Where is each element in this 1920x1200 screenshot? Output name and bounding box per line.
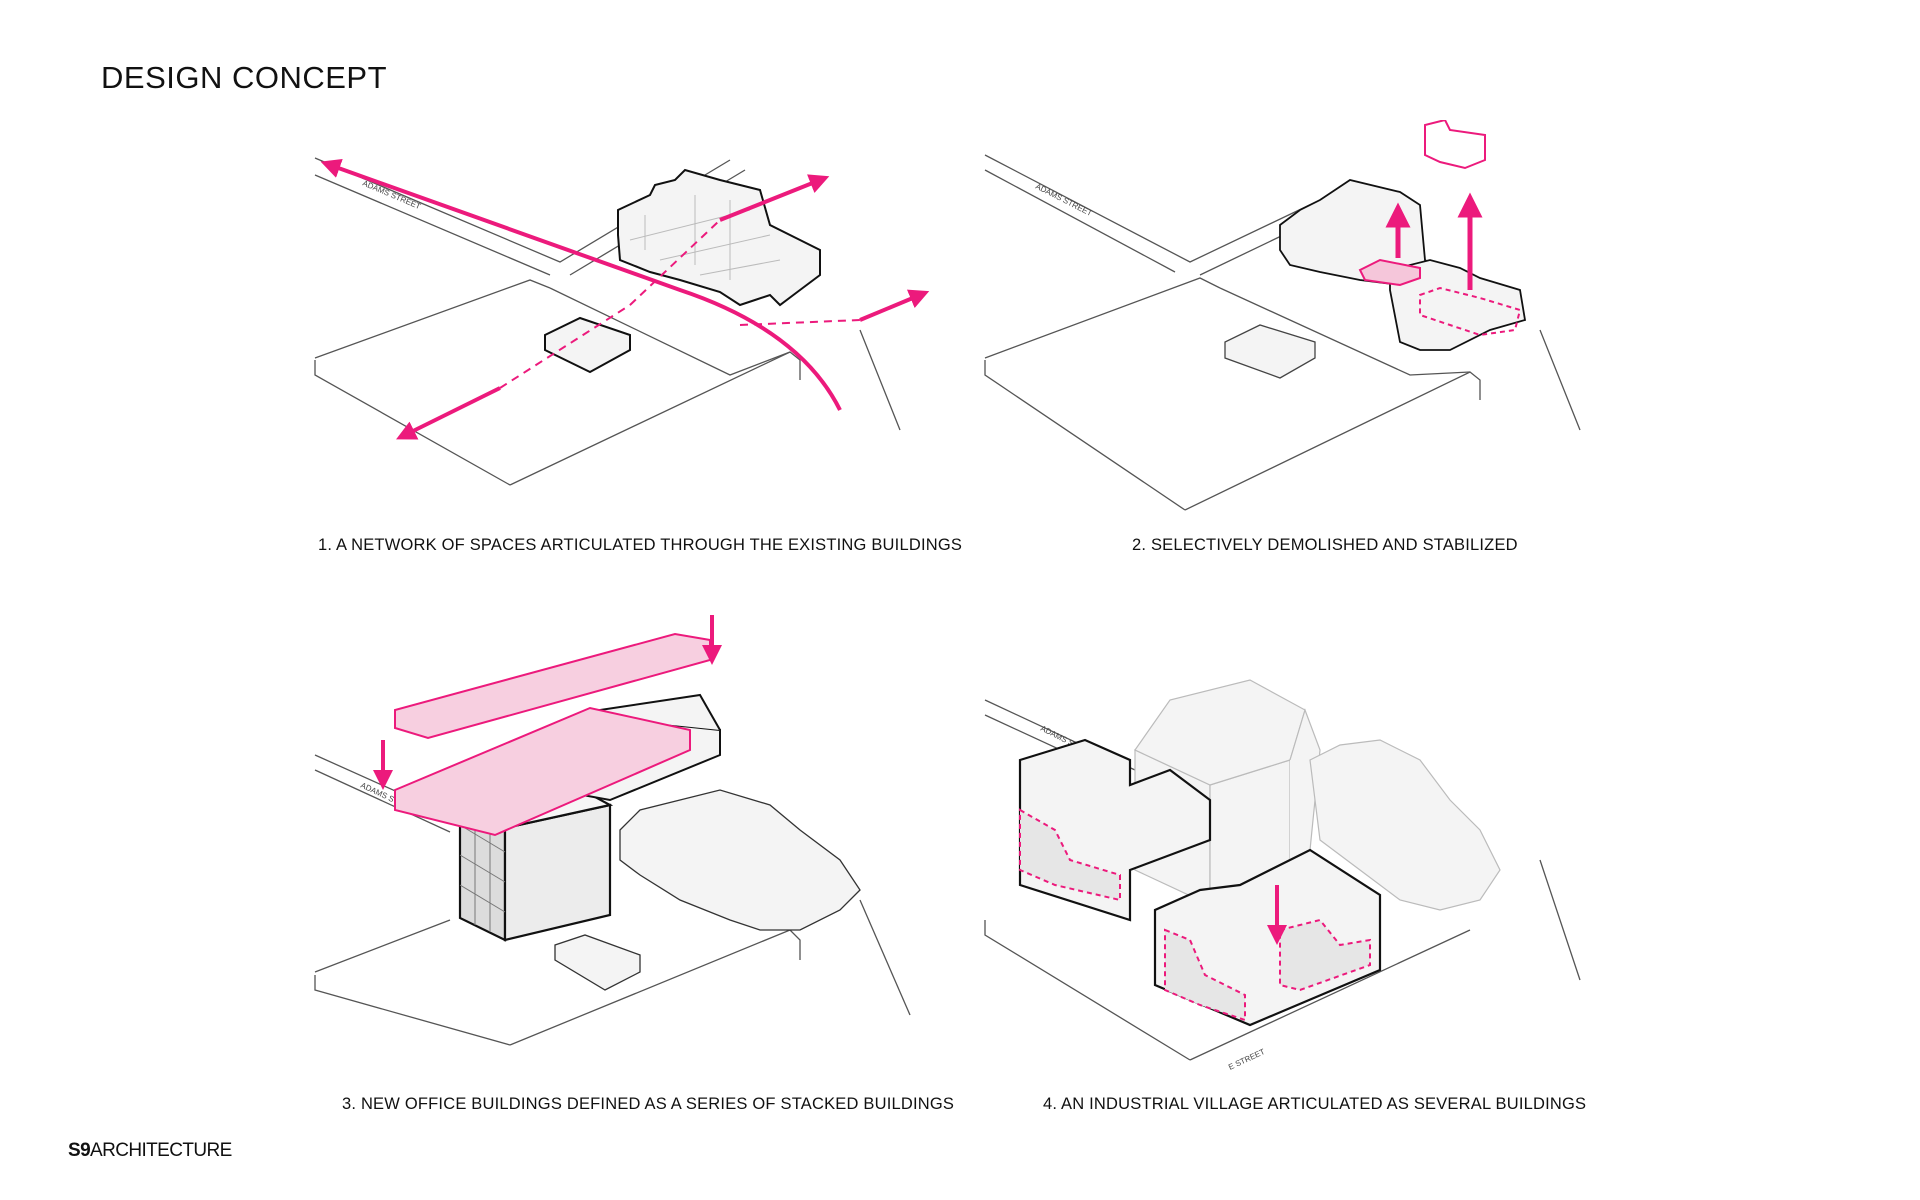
diagram-2-drawing: ADAMS STREET [984, 120, 1581, 511]
lifted-volume [1424, 120, 1486, 170]
existing-buildings [619, 789, 861, 931]
street-label-e: E STREET [1227, 1047, 1266, 1072]
panel-1-caption: 1. A NETWORK OF SPACES ARTICULATED THROU… [318, 536, 963, 554]
logo-wordmark: ARCHITECTURE [90, 1140, 232, 1161]
village-fragments [1019, 808, 1371, 1022]
existing-buildings [1309, 739, 1501, 911]
lift-arrows [1385, 192, 1483, 290]
s9-architecture-logo: S9ARCHITECTURE [68, 1140, 232, 1162]
diagram-panel-4: ADAMS STREET E STREET [980, 600, 1600, 1080]
diagram-3-drawing: ADAMS STREET [314, 615, 911, 1046]
page-title: DESIGN CONCEPT [101, 60, 388, 95]
diagram-panel-3: ADAMS STREET [300, 600, 980, 1060]
diagram-panel-2: ADAMS STREET [980, 120, 1600, 520]
logo-mark: S9 [68, 1140, 91, 1161]
stacked-slab [394, 632, 711, 837]
diagram-4-drawing: ADAMS STREET E STREET [984, 679, 1581, 1072]
small-building [1224, 324, 1316, 379]
stack-arrows [373, 615, 722, 790]
small-building [554, 934, 641, 991]
network-arrows [320, 158, 930, 440]
diagram-panel-1: ADAMS STREET [300, 140, 980, 520]
existing-buildings [617, 168, 821, 307]
panel-4-caption: 4. AN INDUSTRIAL VILLAGE ARTICULATED AS … [1043, 1095, 1587, 1113]
diagram-1-drawing: ADAMS STREET [314, 157, 930, 486]
panel-3-caption: 3. NEW OFFICE BUILDINGS DEFINED AS A SER… [342, 1095, 955, 1113]
demolished-block [1358, 258, 1421, 287]
small-building [544, 316, 631, 374]
panel-2-caption: 2. SELECTIVELY DEMOLISHED AND STABILIZED [1132, 536, 1518, 554]
